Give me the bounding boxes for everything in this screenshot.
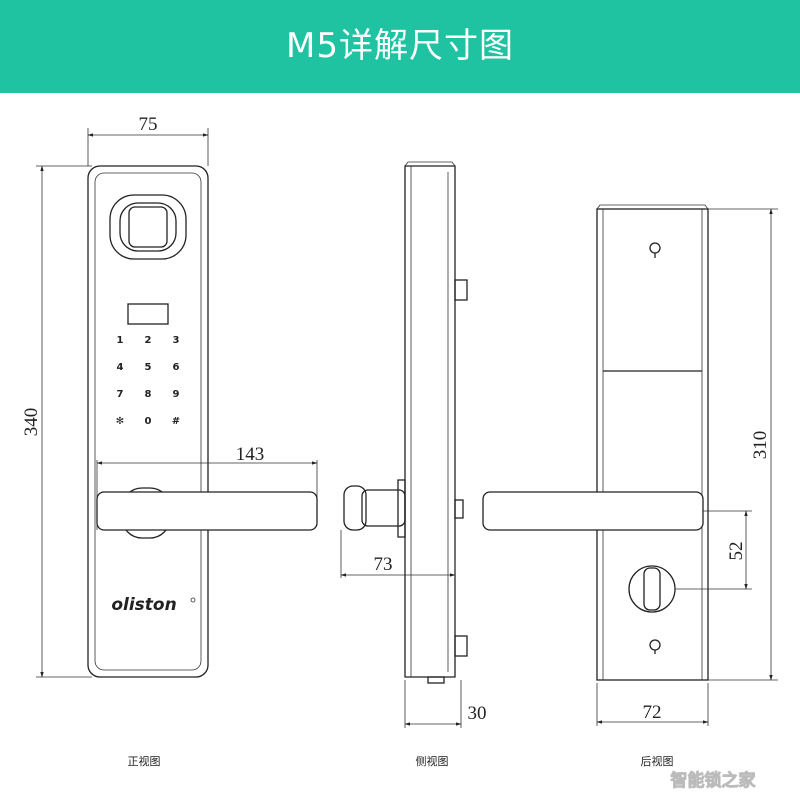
key-7: 7 [117,389,124,400]
handle-length-label: 143 [236,444,265,465]
side-view: 73 30 侧视图 [340,161,487,768]
front-lock-inner-edge [94,172,202,671]
key-1: 1 [117,335,124,346]
key-8: 8 [145,389,152,400]
key-5: 5 [145,362,152,373]
page-title: M5详解尺寸图 [286,26,514,66]
fingerprint-sensor-ring [119,202,177,252]
key-6: 6 [173,362,180,373]
card-reader-window [127,303,169,325]
back-offset-label: 52 [726,542,747,561]
back-handle-lever [482,491,704,531]
front-handle-lever [96,491,318,531]
back-top-cap [596,204,709,210]
front-lock-body [87,165,209,678]
title-banner [0,0,800,93]
back-lock-body [596,208,709,681]
side-latch-top [454,279,468,301]
key-9: 9 [173,389,180,400]
back-top-indicator [649,242,661,254]
back-view: 310 52 72 后视图 [482,204,778,768]
fingerprint-sensor-pad [128,206,168,248]
key-4: 4 [117,362,124,373]
thumb-turn-outer [628,565,676,613]
brand-logo-dot [190,597,196,603]
key-3: 3 [173,335,180,346]
side-top-cap [404,161,456,167]
thumb-turn-knob [643,567,661,611]
side-view-caption: 侧视图 [416,754,449,768]
side-rosette [397,479,406,538]
side-latch-bottom [454,635,468,657]
back-height-label: 310 [750,431,771,460]
back-width-label: 72 [643,702,662,723]
key-2: 2 [145,335,152,346]
fingerprint-sensor-housing [109,194,187,260]
dimension-drawing: 75 340 1 2 3 4 5 6 7 8 9 ✻ 0 # 143 [21,114,778,791]
watermark-text: 智能锁之家 [671,770,756,791]
back-view-caption: 后视图 [641,754,674,768]
back-keyhole [649,639,661,651]
key-0: 0 [145,416,152,427]
front-view-caption: 正视图 [128,754,161,768]
side-depth-label: 30 [468,703,487,724]
side-projection-label: 73 [374,554,393,575]
side-latch-middle [454,499,464,519]
key-hash: # [172,416,180,427]
front-height-label: 340 [21,408,42,437]
side-handle-end [343,485,367,531]
side-lock-body [404,165,456,678]
side-bottom-foot [427,676,445,684]
key-star: ✻ [116,416,124,427]
front-view: 75 340 1 2 3 4 5 6 7 8 9 ✻ 0 # 143 [21,114,318,768]
brand-logo-text: oliston [111,595,176,615]
front-width-label: 75 [139,114,158,135]
